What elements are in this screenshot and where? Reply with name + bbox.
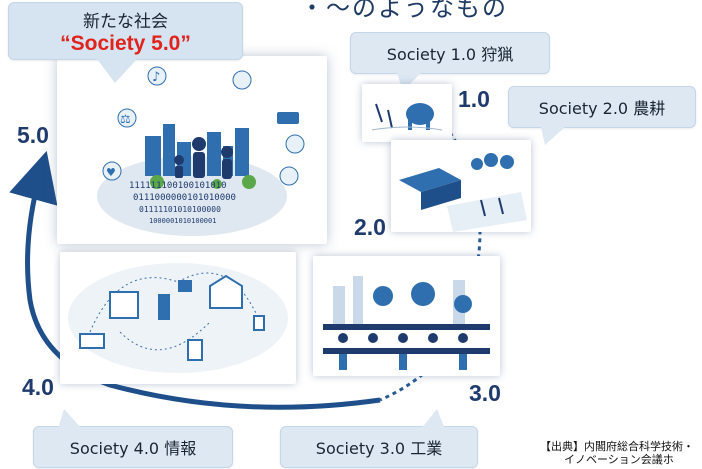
stage-number-1: 1.0 bbox=[458, 86, 490, 112]
binary-line-2: 0111000000101010000 bbox=[133, 193, 236, 203]
header-fragment: ・～のようなもの bbox=[300, 0, 508, 22]
tablet-icon bbox=[187, 339, 203, 361]
stage-number-2: 2.0 bbox=[354, 214, 386, 240]
binary-line-1: 111111100100101010 bbox=[129, 181, 227, 191]
information-illustration bbox=[68, 263, 288, 373]
monitor-icon bbox=[178, 280, 192, 292]
house-icon bbox=[209, 274, 243, 309]
society5-callout: 新たな社会 “Society 5.0” bbox=[8, 2, 243, 83]
society4-callout-tail bbox=[58, 409, 82, 429]
stage-number-3: 3.0 bbox=[469, 380, 501, 406]
society5-panel: ♪ ⚖ ♥ 111111100100101010 011100000010101… bbox=[57, 56, 327, 244]
society4-label: Society 4.0 情報 bbox=[69, 439, 197, 458]
society5-name: “Society 5.0” bbox=[60, 31, 191, 55]
society2-callout: Society 2.0 農耕 bbox=[508, 86, 696, 145]
industry-illustration bbox=[323, 276, 490, 370]
society3-label: Society 3.0 工業 bbox=[315, 439, 443, 458]
society2-panel bbox=[391, 140, 531, 232]
phone-icon bbox=[253, 315, 265, 331]
society3-callout: Society 3.0 工業 bbox=[280, 409, 478, 468]
desk-icon bbox=[109, 291, 139, 319]
scales-icon: ⚖ bbox=[120, 112, 131, 126]
society3-panel bbox=[313, 256, 500, 376]
people-figures bbox=[174, 137, 233, 179]
society5-illustration: ♪ ⚖ ♥ 111111100100101010 011100000010101… bbox=[97, 66, 305, 236]
source-note: 【出典】内閣府総合科学技術・ イノベーション会議ホ bbox=[540, 440, 694, 466]
graduation-cap-icon bbox=[279, 166, 299, 186]
heart-icon: ♥ bbox=[106, 166, 116, 179]
source-line-2: イノベーション会議ホ bbox=[564, 453, 674, 466]
society2-label: Society 2.0 農耕 bbox=[538, 99, 666, 118]
society4-panel bbox=[60, 252, 296, 384]
farming-illustration bbox=[399, 153, 527, 232]
binary-line-3: 01111101010100000 bbox=[139, 205, 221, 214]
stage-number-5: 5.0 bbox=[17, 122, 49, 148]
server-icon bbox=[158, 294, 170, 320]
society3-callout-tail bbox=[421, 409, 445, 429]
hunting-illustration bbox=[371, 103, 443, 131]
society4-callout: Society 4.0 情報 bbox=[33, 409, 233, 468]
chain-icon bbox=[232, 70, 252, 90]
laptop-icon bbox=[79, 333, 105, 349]
source-line-1: 【出典】内閣府総合科学技術・ bbox=[540, 440, 694, 453]
music-note-icon: ♪ bbox=[152, 70, 160, 85]
society5-heading: 新たな社会 bbox=[83, 11, 168, 32]
greenery bbox=[150, 175, 256, 189]
stage-number-4: 4.0 bbox=[22, 374, 54, 400]
society1-label: Society 1.0 狩猟 bbox=[386, 45, 514, 64]
society1-panel bbox=[362, 84, 452, 142]
society2-callout-tail bbox=[541, 127, 565, 145]
society5-callout-tail bbox=[97, 59, 137, 83]
factory-icon bbox=[277, 112, 299, 124]
satellite-icon bbox=[285, 134, 305, 154]
society1-callout: Society 1.0 狩猟 bbox=[350, 32, 550, 91]
binary-line-4: 1000001010100001 bbox=[149, 217, 216, 225]
